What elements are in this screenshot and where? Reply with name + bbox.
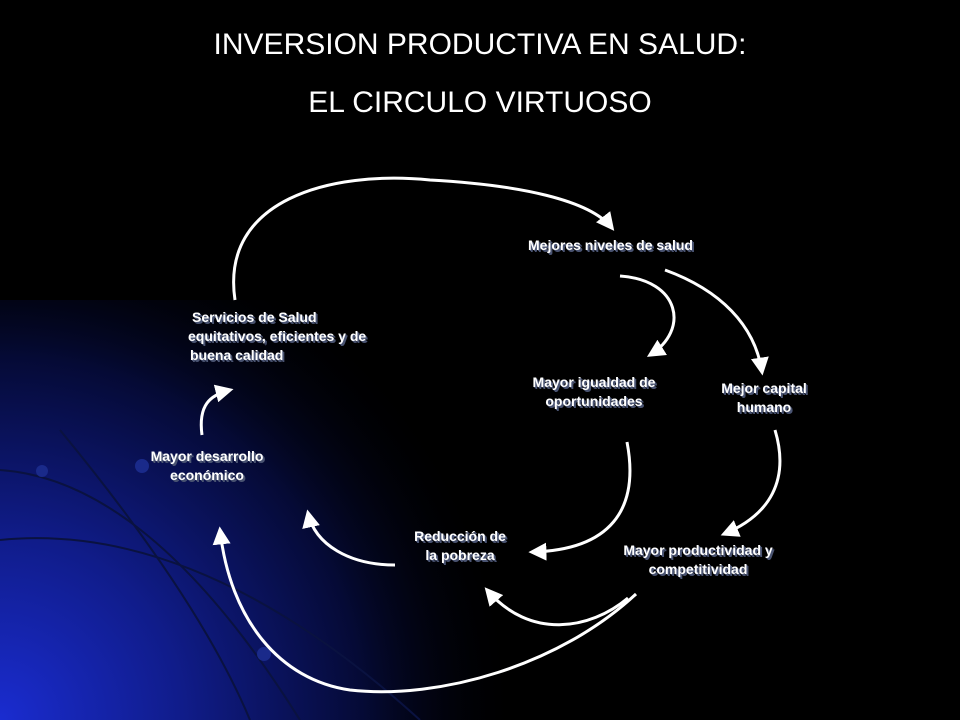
node-text: Reducción de	[414, 528, 506, 544]
decor-curve-2	[0, 537, 421, 720]
node-text: Servicios de Salud	[192, 309, 317, 325]
arrow-salud-to-igualdad	[619, 274, 676, 357]
arrow-productividad-to-desarrollo	[212, 526, 638, 694]
decor-dot	[257, 647, 271, 661]
node-text: buena calidad	[190, 347, 284, 363]
decor-dot	[36, 465, 48, 477]
node-mejores-niveles-salud: Mejores niveles de salud	[528, 236, 693, 255]
node-servicios-salud: Servicios de Salud equitativos, eficient…	[182, 308, 366, 365]
arrow-igualdad-to-pobreza	[528, 441, 632, 561]
node-reduccion-pobreza: Reducción de la pobreza	[406, 527, 514, 565]
node-text: Mayor desarrollo	[150, 448, 264, 464]
arrow-salud-to-capital	[664, 268, 769, 376]
node-text: Mejor capital	[721, 380, 807, 396]
arrow-servicios-to-salud	[232, 176, 615, 301]
decor-dot	[135, 459, 149, 473]
node-text: la pobreza	[425, 547, 495, 563]
title-line-1: INVERSION PRODUCTIVA EN SALUD:	[213, 28, 747, 61]
node-text: Mayor igualdad de	[532, 374, 656, 390]
arrow-productividad-to-pobreza	[484, 587, 629, 627]
node-text: oportunidades	[545, 393, 643, 409]
decor-curve-1	[0, 469, 301, 720]
arrow-desarrollo-to-servicios	[199, 384, 234, 436]
arrow-capital-to-productividad	[720, 429, 782, 537]
node-mayor-igualdad: Mayor igualdad de oportunidades	[522, 373, 666, 411]
node-text: equitativos, eficientes y de	[188, 328, 367, 344]
arrow-pobreza-to-desarrollo	[302, 509, 396, 567]
node-text: Mayor productividad y	[623, 542, 773, 558]
node-text: Mejores niveles de salud	[528, 237, 693, 253]
node-mayor-productividad: Mayor productividad y competitividad	[606, 541, 790, 579]
node-mayor-desarrollo: Mayor desarrollo económico	[136, 447, 278, 485]
title-line-2: EL CIRCULO VIRTUOSO	[308, 86, 652, 119]
node-text: humano	[736, 399, 792, 415]
blue-glow	[0, 300, 560, 720]
node-mejor-capital-humano: Mejor capital humano	[709, 379, 819, 417]
node-text: competitividad	[648, 561, 748, 577]
decor-curve-3	[59, 429, 251, 720]
node-text: económico	[170, 467, 244, 483]
